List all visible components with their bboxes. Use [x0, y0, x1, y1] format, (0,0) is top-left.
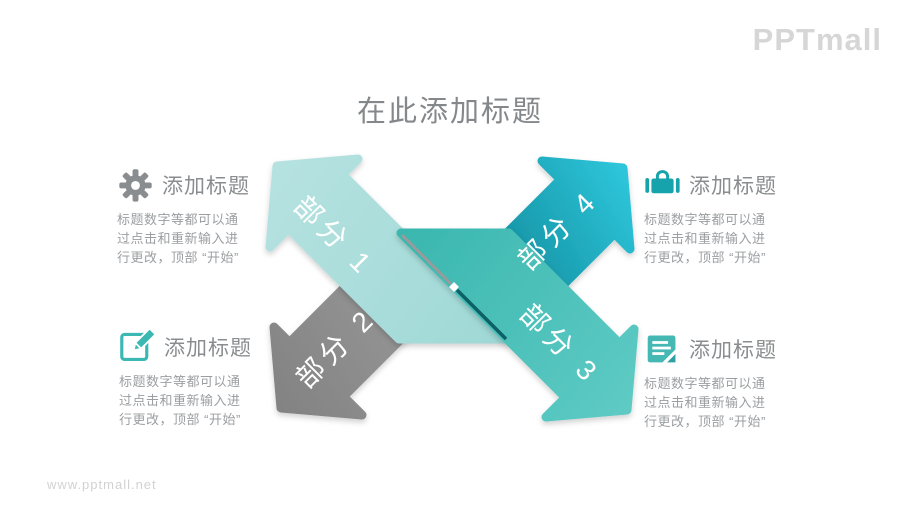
section-bottom-right: 添加标题 标题数字等都可以通 过点击和重新输入进 行更改，顶部 “开始”	[644, 330, 812, 431]
section-body: 标题数字等都可以通 过点击和重新输入进 行更改，顶部 “开始”	[117, 212, 239, 265]
section-top-right: 添加标题 标题数字等都可以通 过点击和重新输入进 行更改，顶部 “开始”	[644, 166, 812, 267]
edit-icon	[120, 328, 156, 362]
section-bottom-left: 添加标题 标题数字等都可以通 过点击和重新输入进 行更改，顶部 “开始”	[119, 328, 287, 429]
seam-notch	[449, 282, 459, 292]
section-body: 标题数字等都可以通 过点击和重新输入进 行更改，顶部 “开始”	[644, 376, 766, 429]
section-body: 标题数字等都可以通 过点击和重新输入进 行更改，顶部 “开始”	[119, 374, 241, 427]
section-heading: 添加标题	[689, 174, 777, 198]
document-icon	[647, 335, 677, 364]
arrow-part-4	[485, 156, 635, 309]
section-body: 标题数字等都可以通 过点击和重新输入进 行更改，顶部 “开始”	[644, 212, 766, 265]
section-heading: 添加标题	[162, 174, 250, 198]
slide-title: 在此添加标题	[356, 96, 543, 128]
arrow-label-4: 部分 4	[512, 184, 604, 276]
section-heading: 添加标题	[689, 338, 777, 362]
briefcase-icon	[645, 170, 680, 194]
arrow-label-2: 部分 2	[290, 302, 382, 394]
arrow-part-3	[396, 228, 639, 422]
section-top-left: 添加标题 标题数字等都可以通 过点击和重新输入进 行更改，顶部 “开始”	[117, 166, 285, 267]
section-heading: 添加标题	[164, 336, 252, 360]
seam-upper	[400, 233, 453, 286]
gear-icon	[119, 169, 152, 202]
arrow-label-3: 部分 3	[514, 298, 606, 390]
watermark: www.pptmall.net	[47, 477, 157, 492]
arrow-part-1	[265, 154, 512, 344]
seam-lower	[455, 288, 508, 341]
arrow-label-1: 部分 1	[288, 190, 380, 282]
arrow-part-2	[269, 227, 459, 420]
pptmall-logo: PPTmall	[752, 22, 882, 57]
